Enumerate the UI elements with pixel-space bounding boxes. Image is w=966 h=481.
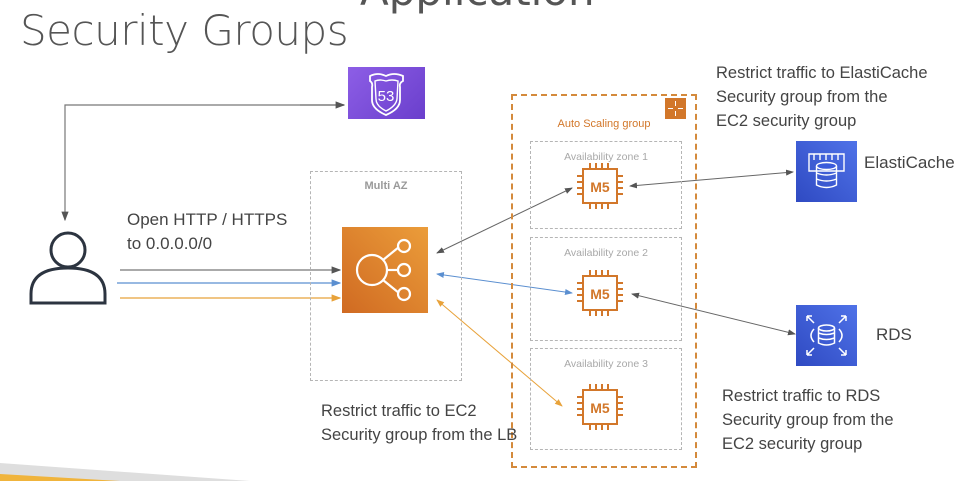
elasticache-note: Restrict traffic to ElastiCache Security… [716,61,928,133]
rds-icon [806,315,847,356]
lb-to-m5-az3 [436,299,563,407]
ec2-m5-instance-az2[interactable]: M5 [574,267,626,319]
note-line: Restrict traffic to EC2 [321,402,477,420]
auto-scaling-icon [665,98,686,119]
lb-to-m5-az1 [436,187,573,254]
rds-icon-box[interactable] [796,305,857,366]
decorative-swoosh [0,463,250,481]
cut-off-title-line: Application [360,0,595,15]
ec2-note: Restrict traffic to EC2 Security group f… [321,399,517,447]
page-title: Security Groups [20,6,349,55]
http-note-line-1: Open HTTP / HTTPS [127,210,288,229]
auto-scaling-group-box: Auto Scaling group [511,94,697,468]
rds-note: Restrict traffic to RDS Security group f… [722,384,894,456]
multi-az-label: Multi AZ [364,180,408,192]
route53-connector [61,104,344,222]
lb-to-m5-az2 [436,272,573,295]
note-line: Restrict traffic to RDS [722,387,881,405]
note-line: EC2 security group [722,435,863,453]
rds-label: RDS [876,325,912,344]
m5-to-elasticache [629,169,794,189]
m5-to-rds [631,292,796,336]
az-label: Availability zone 1 [564,151,648,163]
availability-zone-1: Availability zone 1 [530,141,682,229]
availability-zone-2: Availability zone 2 [530,237,682,341]
note-line: Security group from the [716,88,888,106]
load-balancer[interactable] [342,227,428,313]
svg-text:M5: M5 [590,286,610,302]
route53-shield-icon: 53 [369,73,404,116]
elasticache-icon [808,153,845,189]
ec2-m5-instance-az1[interactable]: M5 [574,160,626,212]
ec2-m5-instance-az3[interactable]: M5 [574,381,626,433]
multi-az-box: Multi AZ [310,171,462,381]
elb-icon [355,238,412,302]
svg-text:M5: M5 [590,400,610,416]
note-line: EC2 security group [716,112,857,130]
elasticache-icon-box[interactable] [796,141,857,202]
auto-scaling-group-label: Auto Scaling group [557,118,651,130]
note-line: Security group from the LB [321,426,518,444]
http-note-line-2: to 0.0.0.0/0 [127,234,213,253]
elasticache-label: ElastiCache [864,153,955,172]
az-label: Availability zone 2 [564,247,648,259]
route53-icon-box[interactable]: 53 [348,67,425,119]
user-icon [29,231,107,305]
availability-zone-3: Availability zone 3 [530,348,682,450]
svg-text:M5: M5 [590,179,610,195]
http-note: Open HTTP / HTTPS to 0.0.0.0/0 [127,208,287,256]
svg-text:53: 53 [378,88,395,105]
az-label: Availability zone 3 [564,358,648,370]
note-line: Restrict traffic to ElastiCache [716,64,928,82]
note-line: Security group from the [722,411,894,429]
